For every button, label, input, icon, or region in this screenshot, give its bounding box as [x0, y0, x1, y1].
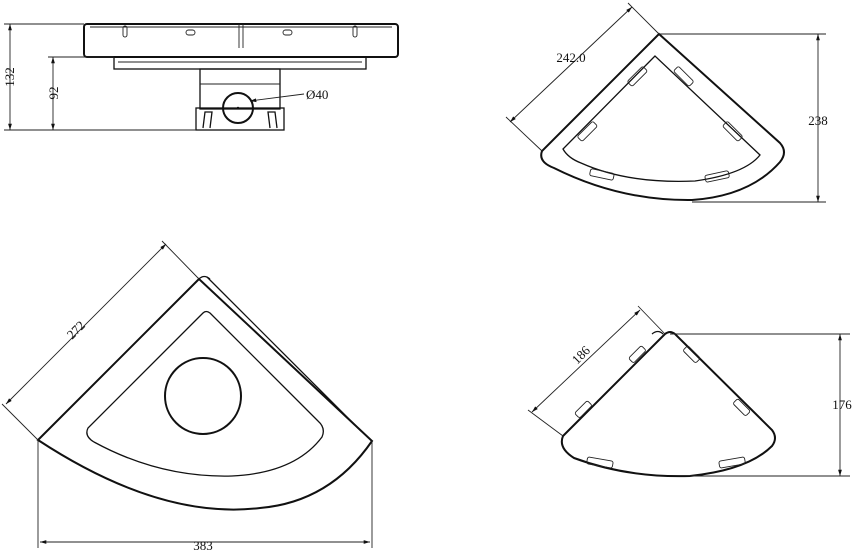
dim-depth-bottom-right: 176 — [832, 397, 852, 412]
shelf-inner-top-right — [562, 55, 761, 182]
dim-edge-bottom-left: 272 — [64, 318, 88, 342]
side-view: 132 92 Ø40 — [2, 23, 399, 131]
top-right-view: 242.0 238 — [505, 2, 828, 203]
drain-body — [199, 68, 281, 110]
dim-drain-diameter: Ø40 — [306, 87, 328, 102]
shelf-outline-bottom-left — [36, 277, 374, 511]
mounting-hole-right — [282, 29, 293, 36]
dim-edge-bottom-right: 186 — [569, 342, 594, 367]
drain-hole — [164, 357, 242, 435]
shelf-top-plate — [83, 23, 399, 58]
drain-base — [195, 107, 285, 131]
dim-edge-top-right: 242.0 — [556, 50, 585, 65]
shelf-outline-top-right — [540, 32, 785, 202]
dim-mount-height: 92 — [46, 87, 61, 100]
shelf-lip — [113, 56, 367, 70]
mounting-hole-left — [185, 29, 196, 36]
shelf-inner-bottom-left — [86, 310, 324, 477]
dim-width-bottom-left: 383 — [193, 538, 213, 550]
mounting-slot-right — [352, 25, 358, 38]
mounting-slot-left — [122, 25, 128, 38]
bottom-left-view: 272 383 — [1, 240, 374, 550]
dim-depth-top-right: 238 — [808, 113, 828, 128]
dim-overall-height: 132 — [2, 67, 17, 87]
drain-outlet — [222, 92, 254, 124]
bottom-right-view: 186 176 — [527, 305, 852, 478]
